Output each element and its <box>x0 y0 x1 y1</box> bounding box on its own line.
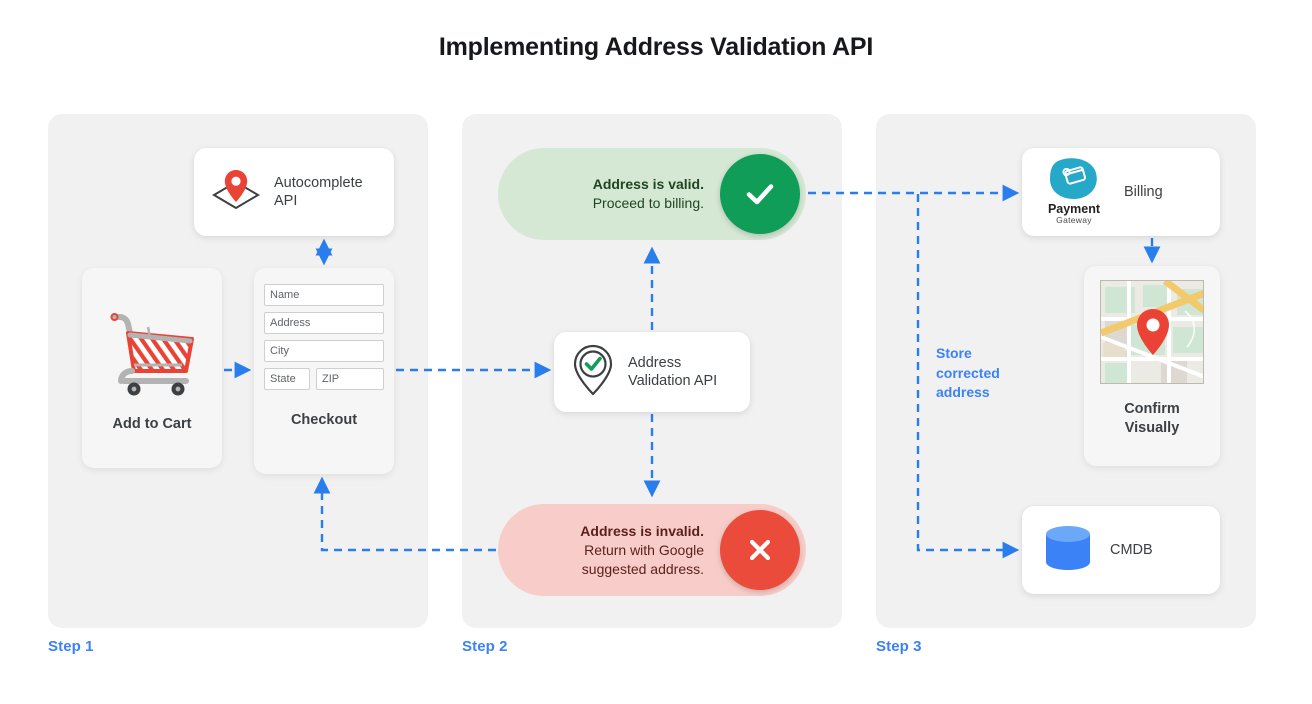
invalid-line2: Return with Google <box>584 541 704 558</box>
autocomplete-label-line2: API <box>274 193 298 209</box>
state-zip-row: State ZIP <box>264 368 384 390</box>
step-1-label: Step 1 <box>48 638 94 655</box>
invalid-line3: suggested address. <box>581 560 704 577</box>
shopping-cart-icon <box>104 305 200 402</box>
billing-label: Billing <box>1124 184 1163 200</box>
map-pin-diamond-icon <box>208 164 264 221</box>
address-field[interactable]: Address <box>264 312 384 334</box>
cmdb-card[interactable]: CMDB <box>1022 506 1220 594</box>
payment-logo-line1: Payment <box>1048 202 1101 216</box>
valid-line1: Address is valid. <box>592 176 704 192</box>
page-title: Implementing Address Validation API <box>438 33 874 61</box>
store-corrected-address-note: Store corrected address <box>936 344 1000 403</box>
map-thumbnail-icon <box>1100 280 1204 384</box>
name-field[interactable]: Name <box>264 284 384 306</box>
valid-line2: Proceed to billing. <box>592 195 704 211</box>
confirm-visually-card[interactable]: Confirm Visually <box>1084 266 1220 466</box>
step-2-label: Step 2 <box>462 638 508 655</box>
avapi-label-line1: Address <box>628 355 682 371</box>
autocomplete-label-line1: Autocomplete <box>274 175 363 191</box>
add-to-cart-card[interactable]: Add to Cart <box>82 268 222 468</box>
database-icon <box>1042 522 1094 579</box>
address-invalid-text: Address is invalid. Return with Google s… <box>498 522 720 579</box>
autocomplete-api-label: Autocomplete API <box>274 174 363 210</box>
step-3-label: Step 3 <box>876 638 922 655</box>
address-valid-banner: Address is valid. Proceed to billing. <box>498 148 806 240</box>
address-invalid-banner: Address is invalid. Return with Google s… <box>498 504 806 596</box>
state-field[interactable]: State <box>264 368 310 390</box>
payment-gateway-icon: Payment Gateway <box>1038 155 1110 230</box>
autocomplete-api-card[interactable]: Autocomplete API <box>194 148 394 236</box>
checkout-label: Checkout <box>290 412 358 428</box>
confirm-label-line1: Confirm <box>1124 401 1180 417</box>
add-to-cart-label: Add to Cart <box>112 415 192 432</box>
address-valid-text: Address is valid. Proceed to billing. <box>498 175 720 213</box>
store-note-line2: corrected <box>936 364 1000 381</box>
confirm-label-line2: Visually <box>1124 420 1180 436</box>
checkout-card[interactable]: Name Address City State ZIP Checkout <box>254 268 394 474</box>
avapi-label-line2: Validation API <box>628 373 718 389</box>
check-icon <box>720 154 800 234</box>
address-validation-api-card[interactable]: Address Validation API <box>554 332 750 412</box>
billing-card[interactable]: Payment Gateway Billing <box>1022 148 1220 236</box>
close-icon <box>720 510 800 590</box>
checkout-form: Name Address City State ZIP <box>264 284 384 390</box>
address-validation-api-label: Address Validation API <box>628 354 717 390</box>
city-field[interactable]: City <box>264 340 384 362</box>
pin-check-icon <box>570 342 616 403</box>
store-note-line3: address <box>936 384 990 400</box>
zip-field[interactable]: ZIP <box>316 368 384 390</box>
invalid-line1: Address is invalid. <box>580 522 704 539</box>
payment-logo-line2: Gateway <box>1056 215 1092 225</box>
cmdb-label: CMDB <box>1110 542 1153 558</box>
confirm-visually-label: Confirm Visually <box>1124 400 1180 438</box>
store-note-line1: Store <box>936 345 972 361</box>
